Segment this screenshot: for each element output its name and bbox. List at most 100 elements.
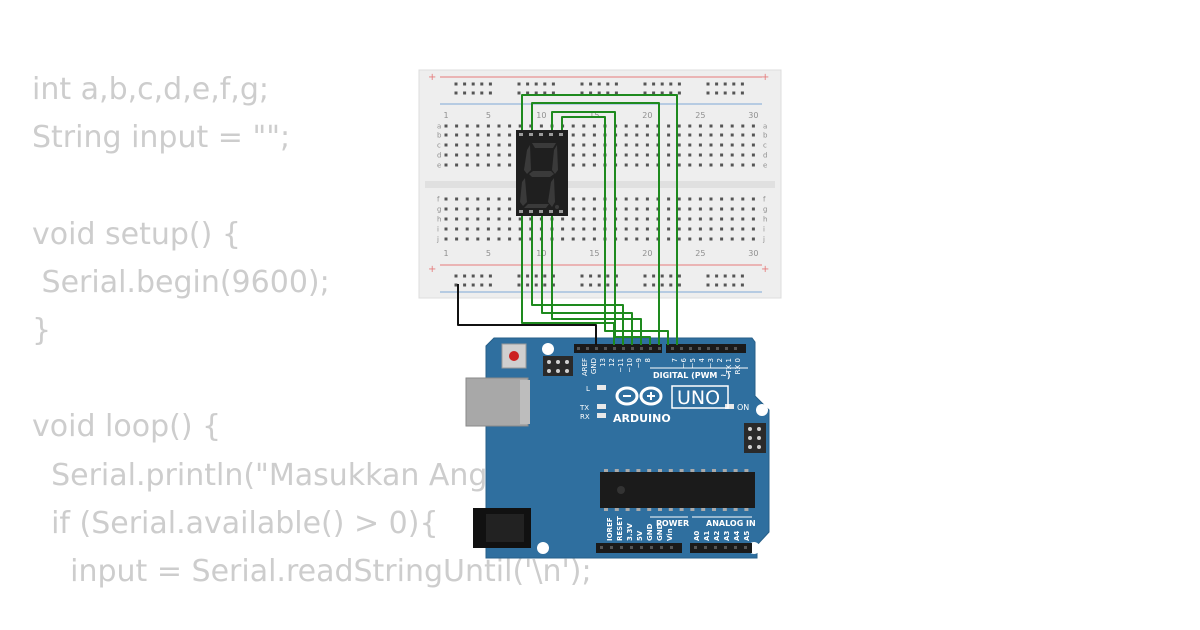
- hole[interactable]: [688, 124, 692, 128]
- hole[interactable]: [444, 197, 448, 201]
- header-pin[interactable]: [744, 546, 747, 549]
- hole[interactable]: [455, 133, 459, 137]
- hole[interactable]: [730, 207, 734, 211]
- hole[interactable]: [720, 163, 724, 167]
- hole[interactable]: [497, 153, 501, 157]
- header-pin[interactable]: [649, 347, 652, 350]
- header-pin[interactable]: [595, 347, 598, 350]
- hole[interactable]: [526, 91, 530, 95]
- hole[interactable]: [741, 143, 745, 147]
- hole[interactable]: [741, 153, 745, 157]
- hole[interactable]: [751, 143, 755, 147]
- hole[interactable]: [660, 82, 664, 86]
- hole[interactable]: [465, 163, 469, 167]
- hole[interactable]: [715, 274, 719, 278]
- wire-segment[interactable]: [561, 116, 669, 345]
- hole[interactable]: [463, 91, 467, 95]
- hole[interactable]: [534, 274, 538, 278]
- hole[interactable]: [526, 82, 530, 86]
- hole[interactable]: [465, 153, 469, 157]
- hole[interactable]: [486, 124, 490, 128]
- hole[interactable]: [592, 237, 596, 241]
- hole[interactable]: [643, 283, 647, 287]
- hole[interactable]: [488, 91, 492, 95]
- hole[interactable]: [508, 217, 512, 221]
- hole[interactable]: [455, 237, 459, 241]
- hole[interactable]: [580, 82, 584, 86]
- hole[interactable]: [571, 217, 575, 221]
- hole[interactable]: [455, 227, 459, 231]
- hole[interactable]: [465, 217, 469, 221]
- hole[interactable]: [645, 143, 649, 147]
- hole[interactable]: [517, 274, 521, 278]
- hole[interactable]: [715, 82, 719, 86]
- hole[interactable]: [732, 91, 736, 95]
- hole[interactable]: [497, 237, 501, 241]
- hole[interactable]: [571, 153, 575, 157]
- hole[interactable]: [486, 133, 490, 137]
- hole[interactable]: [529, 237, 533, 241]
- hole[interactable]: [709, 124, 713, 128]
- hole[interactable]: [476, 163, 480, 167]
- hole[interactable]: [465, 227, 469, 231]
- hole[interactable]: [706, 283, 710, 287]
- header-pin[interactable]: [704, 546, 707, 549]
- hole[interactable]: [486, 143, 490, 147]
- hole[interactable]: [486, 217, 490, 221]
- hole[interactable]: [720, 217, 724, 221]
- hole[interactable]: [455, 197, 459, 201]
- hole[interactable]: [688, 133, 692, 137]
- hole[interactable]: [652, 91, 656, 95]
- hole[interactable]: [589, 283, 593, 287]
- hole[interactable]: [741, 124, 745, 128]
- hole[interactable]: [455, 207, 459, 211]
- hole[interactable]: [751, 207, 755, 211]
- hole[interactable]: [740, 274, 744, 278]
- hole[interactable]: [592, 124, 596, 128]
- hole[interactable]: [730, 227, 734, 231]
- hole[interactable]: [486, 237, 490, 241]
- hole[interactable]: [471, 91, 475, 95]
- hole[interactable]: [723, 274, 727, 278]
- hole[interactable]: [698, 237, 702, 241]
- hole[interactable]: [645, 237, 649, 241]
- hole[interactable]: [582, 207, 586, 211]
- hole[interactable]: [455, 163, 459, 167]
- header-pin[interactable]: [631, 347, 634, 350]
- hole[interactable]: [667, 207, 671, 211]
- hole[interactable]: [454, 82, 458, 86]
- hole[interactable]: [698, 217, 702, 221]
- hole[interactable]: [551, 82, 555, 86]
- header-pin[interactable]: [613, 347, 616, 350]
- hole[interactable]: [709, 227, 713, 231]
- hole[interactable]: [561, 227, 565, 231]
- hole[interactable]: [667, 133, 671, 137]
- hole[interactable]: [741, 207, 745, 211]
- hole[interactable]: [571, 163, 575, 167]
- hole[interactable]: [589, 274, 593, 278]
- header-pin[interactable]: [724, 546, 727, 549]
- hole[interactable]: [698, 124, 702, 128]
- hole[interactable]: [597, 274, 601, 278]
- hole[interactable]: [582, 217, 586, 221]
- hole[interactable]: [698, 197, 702, 201]
- hole[interactable]: [667, 124, 671, 128]
- hole[interactable]: [465, 197, 469, 201]
- hole[interactable]: [688, 163, 692, 167]
- hole[interactable]: [645, 217, 649, 221]
- hole[interactable]: [652, 274, 656, 278]
- hole[interactable]: [529, 124, 533, 128]
- hole[interactable]: [669, 82, 673, 86]
- hole[interactable]: [624, 133, 628, 137]
- header-pin[interactable]: [725, 347, 728, 350]
- hole[interactable]: [732, 274, 736, 278]
- header-pin[interactable]: [660, 546, 663, 549]
- hole[interactable]: [669, 283, 673, 287]
- hole[interactable]: [677, 237, 681, 241]
- hole[interactable]: [643, 91, 647, 95]
- hole[interactable]: [497, 227, 501, 231]
- hole[interactable]: [667, 163, 671, 167]
- hole[interactable]: [669, 91, 673, 95]
- hole[interactable]: [614, 91, 618, 95]
- hole[interactable]: [476, 207, 480, 211]
